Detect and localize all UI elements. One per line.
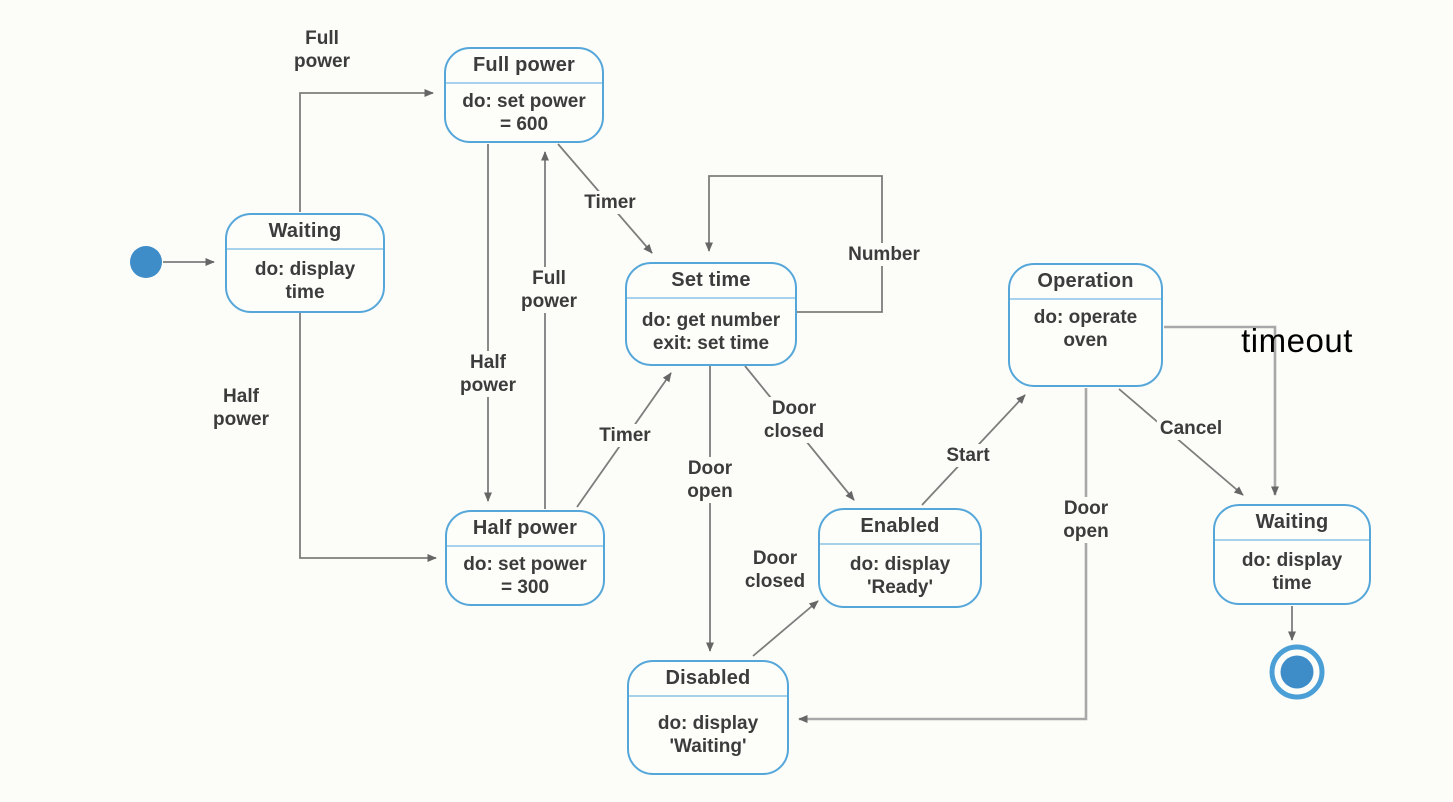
- transition-operation-to-waiting2-cancel: [1118, 388, 1244, 496]
- label-full-power-from-waiting: Full power: [294, 28, 350, 72]
- activity-line: = 600: [499, 113, 549, 135]
- activity-line: do: display: [1241, 550, 1343, 571]
- state-half-power: Half power do: set power = 300: [445, 510, 605, 606]
- activity-line: do: display: [254, 258, 356, 280]
- state-disabled-name: Disabled: [629, 662, 787, 697]
- state-set-time-name: Set time: [627, 264, 795, 299]
- state-set-time: Set time do: get number exit: set time: [625, 262, 797, 366]
- label-full-power-mid: Full power: [518, 267, 580, 313]
- state-set-time-activities: do: get number exit: set time: [627, 299, 795, 364]
- label-half-power-from-waiting: Half power: [213, 386, 269, 430]
- transition-operation-to-waiting2-timeout: [1164, 325, 1279, 496]
- state-full-power-activities: do: set power = 600: [446, 84, 602, 141]
- activity-line: do: display: [849, 553, 951, 575]
- state-waiting-2-activities: do: display time: [1215, 541, 1369, 603]
- transition-waiting-to-full-power: [299, 89, 434, 212]
- final-state-dot: [1280, 655, 1314, 689]
- activity-line: time: [1272, 573, 1312, 594]
- activity-line: 'Ready': [866, 576, 934, 598]
- activity-line: oven: [1063, 330, 1108, 351]
- state-waiting-2: Waiting do: display time: [1213, 504, 1371, 605]
- state-full-power: Full power do: set power = 600: [444, 47, 604, 143]
- state-waiting-1-name: Waiting: [227, 215, 383, 250]
- label-timer-top: Timer: [581, 191, 639, 214]
- label-door-closed-lower: Door closed: [741, 547, 809, 593]
- state-operation-activities: do: operate oven: [1010, 300, 1161, 385]
- activity-line: do: set power: [463, 553, 587, 575]
- label-number: Number: [845, 243, 923, 266]
- state-half-power-activities: do: set power = 300: [447, 547, 603, 604]
- label-door-open-right: Door open: [1060, 497, 1112, 543]
- activity-line: = 300: [500, 576, 550, 598]
- state-operation-name: Operation: [1010, 265, 1161, 300]
- state-disabled-activities: do: display 'Waiting': [629, 697, 787, 773]
- label-door-closed-upper: Door closed: [760, 397, 828, 443]
- activity-line: 'Waiting': [669, 736, 747, 757]
- transition-disabled-to-enabled: [752, 600, 819, 657]
- state-waiting-2-name: Waiting: [1215, 506, 1369, 541]
- label-half-power-mid: Half power: [457, 351, 519, 397]
- activity-line: do: display: [657, 713, 759, 734]
- activity-line: do: get number: [641, 309, 781, 331]
- state-waiting-1: Waiting do: display time: [225, 213, 385, 313]
- initial-state-dot: [130, 246, 162, 278]
- state-half-power-name: Half power: [447, 512, 603, 547]
- activity-line: exit: set time: [652, 332, 770, 354]
- activity-line: time: [285, 281, 325, 303]
- transition-set-time-number-self-loop: [705, 175, 883, 313]
- state-disabled: Disabled do: display 'Waiting': [627, 660, 789, 775]
- state-operation: Operation do: operate oven: [1008, 263, 1163, 387]
- state-waiting-1-activities: do: display time: [227, 250, 383, 311]
- state-full-power-name: Full power: [446, 49, 602, 84]
- activity-line: do: set power: [462, 90, 586, 112]
- state-enabled-name: Enabled: [820, 510, 980, 545]
- label-timer-bottom: Timer: [596, 424, 654, 447]
- transition-waiting-to-half-power: [299, 313, 437, 562]
- state-enabled: Enabled do: display 'Ready': [818, 508, 982, 608]
- label-start: Start: [943, 444, 993, 467]
- activity-line: do: operate: [1033, 307, 1138, 328]
- label-cancel: Cancel: [1156, 417, 1226, 440]
- state-enabled-activities: do: display 'Ready': [820, 545, 980, 606]
- label-door-open-left: Door open: [684, 457, 736, 503]
- label-timeout-annotation: timeout: [1241, 322, 1353, 359]
